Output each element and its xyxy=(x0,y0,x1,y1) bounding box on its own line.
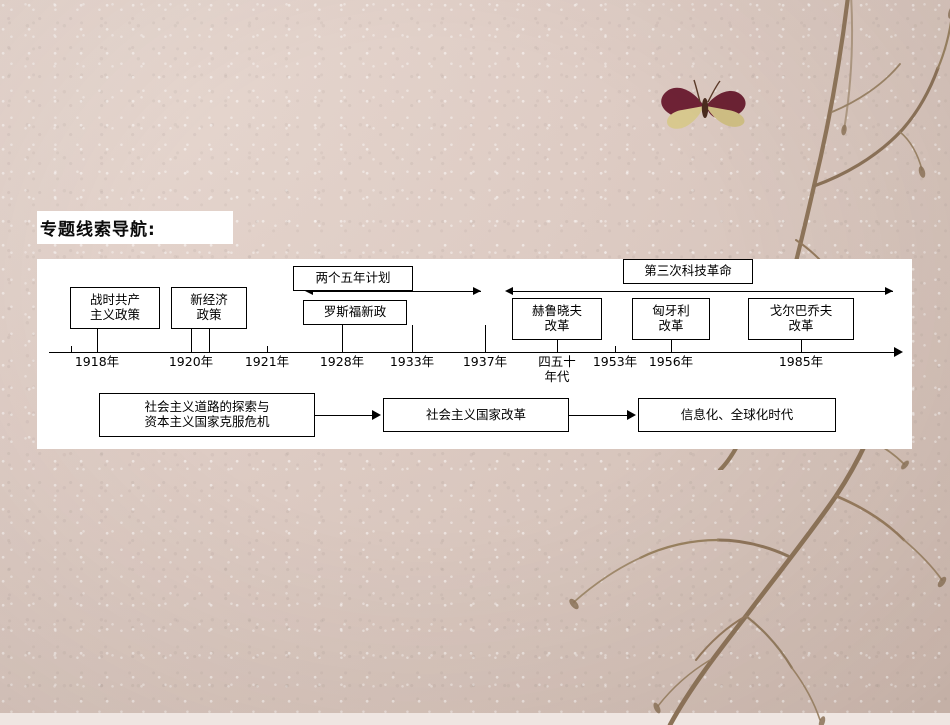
event-box-gorbachev-reform-line1: 戈尔巴乔夫 xyxy=(769,303,833,319)
axis-tick xyxy=(557,346,558,353)
event-box-third-tech-revolution-line1: 第三次科技革命 xyxy=(644,263,732,279)
axis-tick xyxy=(615,346,616,353)
event-box-hungary-reform-line2: 改革 xyxy=(658,318,684,333)
summary-box-exploration-and-crisis-line2: 资本主义国家克服危机 xyxy=(144,414,270,429)
stem-1928 xyxy=(342,325,343,352)
axis-tick xyxy=(801,346,802,353)
axis-label-1985: 1985年 xyxy=(778,354,824,369)
stem-1937 xyxy=(485,325,486,352)
stem-war-communism xyxy=(97,329,98,352)
flow-arrow-1-line xyxy=(315,415,372,416)
axis-tick xyxy=(671,346,672,353)
stem-new-economic-policy xyxy=(209,329,210,352)
axis-tick xyxy=(97,346,98,353)
timeline-axis-arrowhead xyxy=(894,347,903,357)
flow-arrow-2-head xyxy=(627,410,636,420)
timeline-diagram-panel: 两个五年计划 第三次科技革命 战时共产 主义政策 新经济 政策 罗斯福新政 赫鲁… xyxy=(37,259,912,449)
event-box-new-economic-policy-line1: 新经济 xyxy=(190,292,228,308)
summary-box-exploration-and-crisis-line1: 社会主义道路的探索与 xyxy=(144,399,270,415)
page-title: 专题线索导航: xyxy=(40,220,156,240)
event-box-new-economic-policy-line2: 政策 xyxy=(196,307,222,322)
event-box-war-communism-line2: 主义政策 xyxy=(89,307,140,322)
summary-box-information-globalization-era[interactable]: 信息化、全球化时代 xyxy=(638,398,836,432)
axis-label-1921: 1921年 xyxy=(244,354,290,369)
summary-box-exploration-and-crisis[interactable]: 社会主义道路的探索与 资本主义国家克服危机 xyxy=(99,393,315,437)
two-five-year-plans-span-arrow-right xyxy=(473,287,481,295)
axis-tick xyxy=(71,346,72,353)
axis-tick xyxy=(209,346,210,353)
event-box-war-communism-line1: 战时共产 xyxy=(89,292,140,308)
event-box-two-five-year-plans[interactable]: 两个五年计划 xyxy=(293,266,413,291)
axis-tick xyxy=(267,346,268,353)
third-tech-revolution-span-bar xyxy=(513,291,893,292)
event-box-gorbachev-reform[interactable]: 戈尔巴乔夫 改革 xyxy=(748,298,854,340)
third-tech-revolution-span-arrow-left xyxy=(505,287,513,295)
stem-1933 xyxy=(412,325,413,352)
event-box-gorbachev-reform-line2: 改革 xyxy=(788,318,814,333)
axis-label-1956: 1956年 xyxy=(648,354,694,369)
event-box-roosevelt-new-deal[interactable]: 罗斯福新政 xyxy=(303,300,407,325)
event-box-roosevelt-new-deal-line1: 罗斯福新政 xyxy=(323,304,387,320)
event-box-two-five-year-plans-line1: 两个五年计划 xyxy=(315,270,391,286)
axis-tick xyxy=(412,346,413,353)
flow-arrow-2-line xyxy=(569,415,627,416)
event-box-khrushchev-reform[interactable]: 赫鲁晓夫 改革 xyxy=(512,298,602,340)
axis-label-1937: 1937年 xyxy=(462,354,508,369)
axis-label-1928: 1928年 xyxy=(319,354,365,369)
two-five-year-plans-span-arrow-left xyxy=(305,287,313,295)
two-five-year-plans-span-bar xyxy=(313,291,481,292)
third-tech-revolution-span-arrow-right xyxy=(885,287,893,295)
summary-box-socialist-state-reform[interactable]: 社会主义国家改革 xyxy=(383,398,569,432)
stem-1920 xyxy=(191,329,192,352)
axis-tick xyxy=(342,346,343,353)
axis-tick xyxy=(485,346,486,353)
event-box-khrushchev-reform-line2: 改革 xyxy=(544,318,570,333)
flow-arrow-1-head xyxy=(372,410,381,420)
axis-label-1920: 1920年 xyxy=(168,354,214,369)
axis-label-forties-fifties-line1: 四五十 xyxy=(538,354,576,369)
axis-label-1933: 1933年 xyxy=(389,354,435,369)
summary-box-socialist-state-reform-line1: 社会主义国家改革 xyxy=(425,406,526,422)
summary-box-information-globalization-era-line1: 信息化、全球化时代 xyxy=(680,406,794,422)
event-box-khrushchev-reform-line1: 赫鲁晓夫 xyxy=(531,303,582,319)
axis-tick xyxy=(191,346,192,353)
event-box-hungary-reform[interactable]: 匈牙利 改革 xyxy=(632,298,710,340)
axis-label-1953: 1953年 xyxy=(592,354,638,369)
section-title-bar: 专题线索导航: xyxy=(37,211,233,244)
timeline-axis xyxy=(49,352,894,353)
event-box-hungary-reform-line1: 匈牙利 xyxy=(652,303,690,319)
axis-label-1918: 1918年 xyxy=(74,354,120,369)
event-box-war-communism[interactable]: 战时共产 主义政策 xyxy=(70,287,160,329)
event-box-third-tech-revolution[interactable]: 第三次科技革命 xyxy=(623,259,753,284)
event-box-new-economic-policy[interactable]: 新经济 政策 xyxy=(171,287,247,329)
axis-label-forties-fifties-line2: 年代 xyxy=(544,369,570,384)
